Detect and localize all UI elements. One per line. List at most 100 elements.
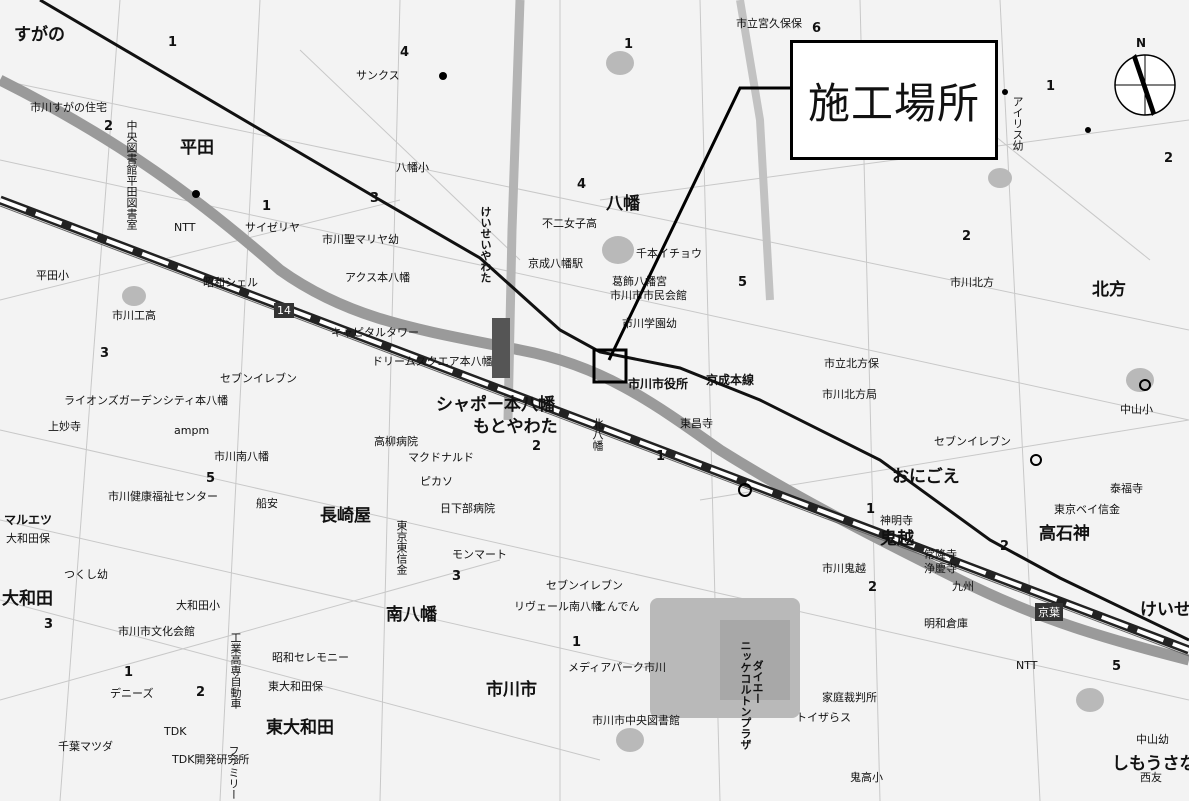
label-fuji-girls: 不二女子高 bbox=[542, 217, 597, 230]
block-number: 3 bbox=[44, 617, 54, 632]
area-shapo: シャポー本八幡 bbox=[436, 395, 555, 415]
area-sugano: すがの bbox=[14, 25, 65, 45]
label-tsukushi: つくし幼 bbox=[64, 568, 108, 581]
label-yawata-sho: 八幡小 bbox=[396, 161, 429, 174]
label-bunka: 市川市文化会館 bbox=[118, 625, 195, 638]
label-daiei: ダイエー bbox=[751, 660, 764, 704]
north-south-road-2 bbox=[736, 0, 774, 301]
area-shimousa: しもうさなかやま bbox=[1112, 754, 1189, 774]
block-number: 1 bbox=[624, 37, 634, 52]
park-areas bbox=[122, 51, 1154, 752]
label-kinomiya: 神明寺 bbox=[880, 514, 913, 527]
label-citizen-hall: 市川市市民会館 bbox=[610, 289, 687, 302]
area-keisei-right: けいせいなか bbox=[1140, 600, 1189, 620]
block-number: 2 bbox=[532, 439, 542, 454]
block-number: 2 bbox=[1000, 539, 1010, 554]
label-pikaso: ピカソ bbox=[420, 475, 453, 488]
label-court: 家庭裁判所 bbox=[822, 691, 877, 704]
label-meiwa: 明和倉庫 bbox=[924, 617, 968, 630]
label-kamimyoji: 上妙寺 bbox=[48, 420, 81, 433]
label-kitakata-ryo: 市川北方 bbox=[950, 276, 994, 289]
block-number: 5 bbox=[206, 471, 216, 486]
north-label: N bbox=[1136, 36, 1147, 50]
label-tdk: TDK bbox=[164, 725, 187, 738]
block-number: 1 bbox=[168, 35, 178, 50]
label-joren: 常隆寺 bbox=[924, 548, 957, 561]
block-number: 2 bbox=[868, 580, 878, 595]
label-showa-shell: 昭和シェル bbox=[203, 276, 258, 289]
label-nakayama-yo: 中山幼 bbox=[1136, 733, 1169, 746]
label-takagi: 高柳病院 bbox=[374, 435, 418, 448]
label-family: ファミリー bbox=[227, 745, 240, 800]
label-ntt-left: NTT bbox=[174, 221, 196, 234]
label-seven-mid: セブンイレブン bbox=[546, 579, 623, 592]
label-aqus: アクス本八幡 bbox=[345, 271, 411, 284]
label-lions: ライオンズガーデンシティ本八幡 bbox=[64, 394, 229, 407]
label-maruetsu: マルエツ bbox=[4, 513, 53, 527]
label-monmart: モンマート bbox=[452, 548, 507, 561]
area-hirata: 平田 bbox=[180, 138, 214, 158]
block-number: 1 bbox=[572, 635, 582, 650]
label-seiyu: 西友 bbox=[1140, 771, 1162, 784]
block-number: 2 bbox=[1164, 151, 1174, 166]
label-owada-hoiku: 東大和田保 bbox=[268, 680, 323, 693]
label-kitaden: 北八幡 bbox=[591, 418, 604, 451]
map-symbols bbox=[192, 72, 1151, 497]
label-toshoji: 東昌寺 bbox=[680, 417, 713, 430]
label-gakuen: 市川学園幼 bbox=[622, 317, 677, 330]
jr-railway-inner bbox=[0, 198, 1189, 652]
label-showa-ceremony: 昭和セレモニー bbox=[272, 651, 349, 664]
block-number: 2 bbox=[104, 119, 114, 134]
block-number: 1 bbox=[124, 665, 134, 680]
label-ampm-left: ampm bbox=[174, 424, 210, 437]
block-number: 6 bbox=[812, 21, 822, 36]
label-toys: トイザらス bbox=[796, 711, 851, 724]
label-denny: デニーズ bbox=[110, 687, 154, 700]
keiyo-road-segment bbox=[492, 318, 510, 378]
label-nakayama: 中山小 bbox=[1120, 403, 1153, 416]
route-14-road bbox=[0, 75, 1189, 666]
label-minami-yawata: 市川南八幡 bbox=[214, 450, 269, 463]
label-chiba-mazda: 千葉マツダ bbox=[58, 740, 113, 753]
area-higashi-owada: 東大和田 bbox=[266, 718, 334, 738]
construction-site-marker bbox=[592, 348, 628, 384]
area-takaishigami: 高石神 bbox=[1039, 524, 1090, 544]
label-nishishita: 日下部病院 bbox=[440, 502, 495, 515]
label-library: 中央図書館平田図書室 bbox=[125, 120, 138, 230]
area-motoyawata: もとやわた bbox=[473, 417, 558, 437]
label-katsushika-shrine: 葛飾八幡宮 bbox=[612, 275, 667, 288]
label-tdk-lab: TDK開発研究所 bbox=[172, 753, 250, 766]
compass: N bbox=[1108, 36, 1182, 120]
label-kitakata-ho: 市立北方保 bbox=[824, 357, 879, 370]
block-number: 2 bbox=[962, 229, 972, 244]
label-seven-left: セブンイレブン bbox=[220, 372, 297, 385]
label-fukusen: 船安 bbox=[256, 497, 278, 510]
label-kikou-sho: 鬼高小 bbox=[850, 771, 883, 784]
label-city-hall: 市川市役所 bbox=[628, 377, 689, 391]
label-ichikawa-ko: 市川工高 bbox=[112, 309, 156, 322]
label-owada-sho: 大和田小 bbox=[176, 599, 220, 612]
area-kitakata: 北方 bbox=[1092, 280, 1126, 300]
keiyo-badge-right: 京葉 bbox=[1035, 603, 1063, 621]
label-keisei-line: 京成本線 bbox=[706, 373, 755, 387]
label-refeal: リヴェール南八幡 bbox=[514, 600, 602, 613]
label-sakura: 東京東信金 bbox=[395, 520, 408, 575]
area-owada: 大和田 bbox=[2, 589, 53, 609]
label-central-lib: 市川市中央図書館 bbox=[592, 714, 680, 727]
label-tonden: とんでん bbox=[596, 600, 640, 613]
label-sugano-home: 市川すがの住宅 bbox=[30, 101, 107, 114]
block-number: 3 bbox=[370, 191, 380, 206]
area-ichikawa-shi: 市川市 bbox=[486, 680, 537, 700]
label-kitakata-post: 市川北方局 bbox=[822, 388, 877, 401]
block-number: 4 bbox=[400, 45, 410, 60]
label-ntt-right: NTT bbox=[1016, 659, 1038, 672]
label-sunkus: サンクス bbox=[356, 69, 400, 82]
label-maria: 市川聖マリヤ幼 bbox=[322, 233, 399, 246]
area-onikoshi: 鬼越 bbox=[880, 529, 914, 549]
label-seven-right: セブンイレブン bbox=[934, 435, 1011, 448]
area-yawata: 八幡 bbox=[606, 194, 640, 214]
label-taiheiji: 泰福寺 bbox=[1110, 482, 1143, 495]
block-number: 1 bbox=[262, 199, 272, 214]
